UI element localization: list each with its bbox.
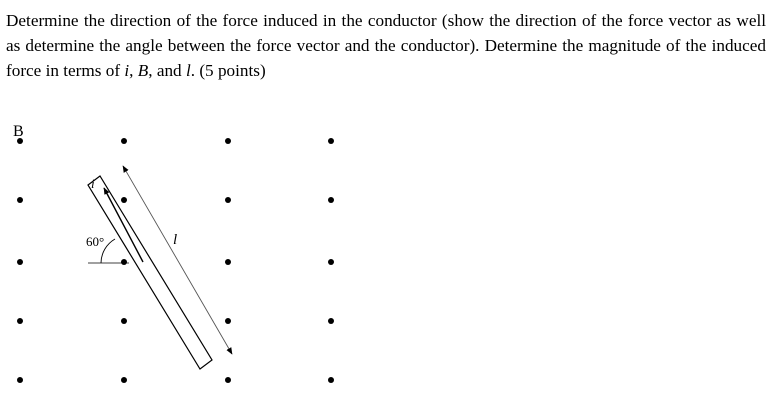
question-part-1: Determine the direction of the force ind…	[6, 11, 766, 80]
current-label: i	[91, 176, 95, 191]
field-dot	[328, 138, 334, 144]
conductor-field-figure: B i l 60°	[13, 123, 334, 383]
field-dot	[225, 138, 231, 144]
field-dot	[225, 318, 231, 324]
question-text: Determine the direction of the force ind…	[6, 8, 766, 83]
field-dot	[17, 318, 23, 324]
length-dimension-arrow	[122, 165, 233, 355]
field-dot	[225, 377, 231, 383]
conductor-bar	[87, 175, 213, 370]
field-dot	[225, 259, 231, 265]
field-dot	[121, 318, 127, 324]
field-dot	[328, 197, 334, 203]
variable-B: B	[137, 61, 149, 80]
field-dot	[17, 197, 23, 203]
question-part-2: . (5 points)	[190, 61, 266, 80]
length-label: l	[173, 232, 177, 248]
field-dot	[121, 377, 127, 383]
field-dot	[17, 377, 23, 383]
field-dot	[17, 259, 23, 265]
field-dot	[328, 318, 334, 324]
field-dot	[328, 377, 334, 383]
field-label: B	[13, 123, 24, 140]
field-dot	[121, 138, 127, 144]
separator-2: , and	[148, 61, 186, 80]
separator-1: ,	[129, 61, 138, 80]
angle-label: 60°	[86, 234, 104, 249]
variable-l: l	[185, 61, 191, 80]
field-dot	[121, 259, 127, 265]
magnetic-field-dots	[17, 138, 334, 383]
field-dot	[121, 197, 127, 203]
field-dot	[225, 197, 231, 203]
field-dot	[328, 259, 334, 265]
field-dot	[17, 138, 23, 144]
variable-i: i	[124, 61, 130, 80]
angle-arc	[100, 238, 116, 264]
